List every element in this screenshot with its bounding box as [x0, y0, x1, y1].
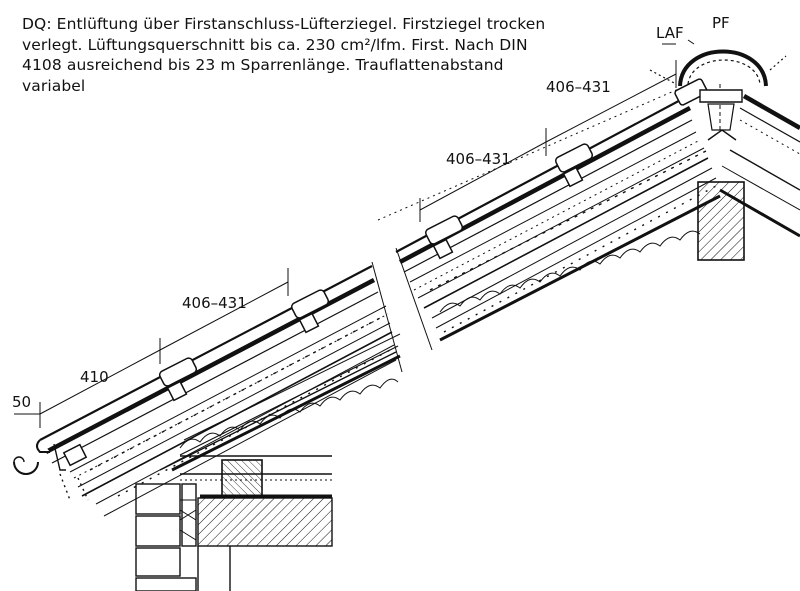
description-line-2: verlegt. Lüftungsquerschnitt bis ca. 230… — [22, 35, 528, 54]
description-line-4: variabel — [22, 76, 86, 95]
tile-clips-right — [424, 78, 708, 260]
ridge-tile — [678, 49, 768, 87]
eave-wall — [13, 443, 333, 591]
right-roof-segment — [371, 83, 721, 373]
label-pf: PF — [712, 14, 730, 32]
ridge-purlin — [697, 181, 745, 261]
gutter — [13, 461, 39, 475]
label-laf: LAF — [656, 24, 684, 42]
description-line-3: 4108 ausreichend bis 23 m Sparrenlänge. … — [22, 56, 504, 74]
dim-label-first-batten: 410 — [80, 368, 109, 386]
insulation-left — [179, 378, 399, 449]
tile-clips-left — [36, 289, 330, 467]
dim-label-batten-3: 406–431 — [546, 78, 611, 96]
dim-label-eave-overhang: 50 — [12, 393, 31, 411]
dim-label-batten-2: 406–431 — [446, 150, 511, 168]
description-line-1: DQ: Entlüftung über Firstanschluss-Lüfte… — [22, 15, 546, 33]
drawing-description: DQ: Entlüftung über Firstanschluss-Lüfte… — [22, 14, 582, 96]
dimension-lines — [14, 39, 695, 428]
dim-label-batten-1: 406–431 — [182, 294, 247, 312]
insulation-right — [439, 230, 701, 313]
